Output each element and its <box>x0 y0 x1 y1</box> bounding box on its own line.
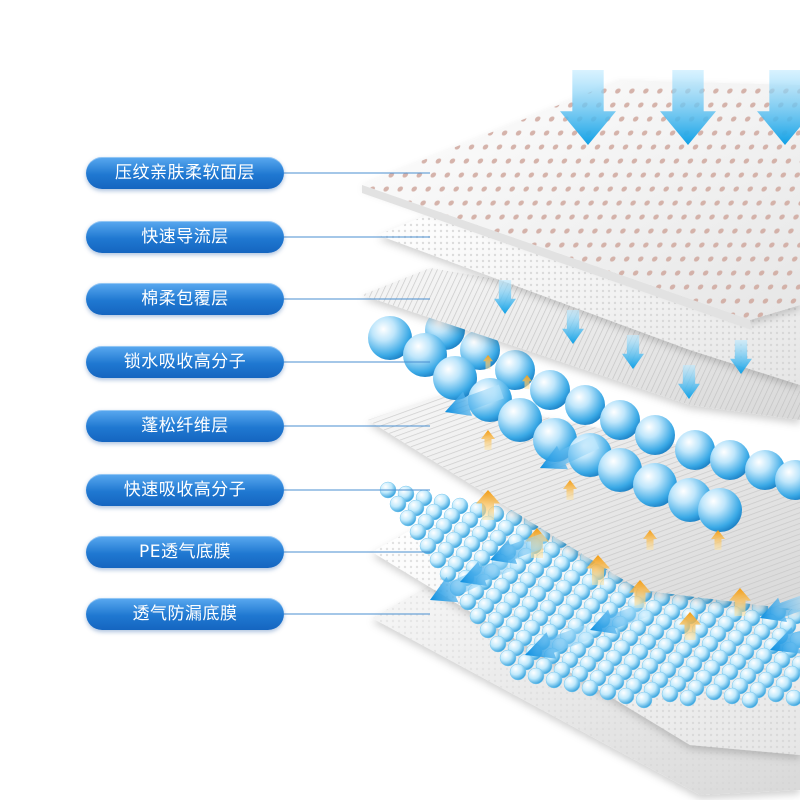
label-fast-diversion: 快速导流层 <box>86 221 284 253</box>
up-arrow-icon <box>643 530 657 550</box>
small-bead <box>705 683 723 701</box>
down-arrow-icon <box>560 70 616 145</box>
label-embossed-top: 压纹亲肤柔软面层 <box>86 157 284 189</box>
absorb-ball <box>598 448 642 492</box>
small-bead <box>389 495 407 513</box>
small-bead <box>785 689 800 707</box>
down-arrow-icon <box>494 280 516 314</box>
absorb-ball <box>403 333 447 377</box>
down-arrow-icon <box>757 70 800 145</box>
side-arrow-icon <box>770 618 800 654</box>
absorb-ball <box>675 430 715 470</box>
label-fast-absorb: 快速吸收高分子 <box>86 474 284 506</box>
absorb-ball <box>368 316 412 360</box>
small-bead <box>409 523 427 541</box>
small-bead <box>509 663 527 681</box>
absorb-ball <box>498 398 542 442</box>
small-bead <box>599 683 617 701</box>
absorb-ball <box>710 440 750 480</box>
up-arrow-icon <box>481 430 495 450</box>
small-bead <box>581 679 599 697</box>
absorb-ball <box>433 356 477 400</box>
side-arrow-icon <box>490 532 549 565</box>
up-arrow-icon <box>563 480 577 500</box>
small-bead <box>469 607 487 625</box>
down-arrow-icon <box>660 70 716 145</box>
small-bead <box>767 685 785 703</box>
up-arrow-icon <box>522 375 532 389</box>
absorb-ball <box>600 400 640 440</box>
side-arrow-icon <box>445 384 504 417</box>
side-arrow-icon <box>525 623 594 659</box>
small-bead <box>741 691 759 709</box>
label-fluffy-fiber: 蓬松纤维层 <box>86 410 284 442</box>
side-arrow-icon <box>760 590 800 623</box>
up-arrow-icon <box>476 490 500 520</box>
small-bead <box>679 689 697 707</box>
down-arrow-icon <box>622 335 644 369</box>
small-bead <box>545 671 563 689</box>
label-pe-film: PE透气底膜 <box>86 536 284 568</box>
small-bead <box>479 621 497 639</box>
small-bead <box>439 565 457 583</box>
small-bead <box>399 509 417 527</box>
side-arrow-icon <box>590 602 649 635</box>
side-arrow-icon <box>540 435 600 470</box>
small-bead <box>527 667 545 685</box>
flow-arrows <box>430 70 800 659</box>
side-arrow-icon <box>460 554 519 587</box>
down-arrow-icon <box>678 365 700 399</box>
small-bead <box>563 675 581 693</box>
label-lock-water: 锁水吸收高分子 <box>86 346 284 378</box>
small-bead <box>429 551 447 569</box>
down-arrow-icon <box>730 340 752 374</box>
small-bead <box>459 593 477 611</box>
small-bead <box>617 687 635 705</box>
small-bead <box>723 687 741 705</box>
absorb-ball <box>698 488 742 532</box>
small-bead <box>489 635 507 653</box>
label-leakproof-film: 透气防漏底膜 <box>86 598 284 630</box>
label-cotton-cover: 棉柔包覆层 <box>86 283 284 315</box>
absorb-ball <box>775 460 800 500</box>
small-bead <box>635 691 653 709</box>
small-bead <box>419 537 437 555</box>
up-arrow-icon <box>483 355 493 369</box>
absorb-ball <box>565 385 605 425</box>
up-arrow-icon <box>629 580 651 608</box>
layer-lock-water-beads <box>368 310 800 532</box>
small-bead <box>499 649 517 667</box>
small-bead <box>661 685 679 703</box>
absorb-ball <box>530 370 570 410</box>
up-arrow-icon <box>586 555 610 585</box>
leader-lines <box>284 172 430 615</box>
up-arrow-icon <box>729 588 751 616</box>
absorb-ball <box>633 463 677 507</box>
up-arrow-icon <box>679 612 701 640</box>
down-arrow-icon <box>562 310 584 344</box>
up-arrow-icon <box>711 530 725 550</box>
absorb-ball <box>635 415 675 455</box>
